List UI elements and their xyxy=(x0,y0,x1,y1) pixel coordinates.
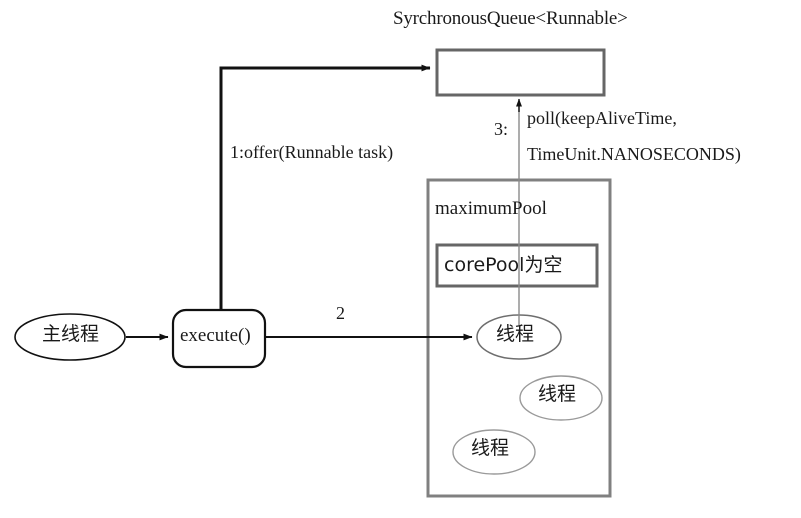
thread-ellipse-2 xyxy=(519,375,603,421)
execute-sequence-label: 2 xyxy=(336,303,345,323)
poll-label-line-1: poll(keepAliveTime, xyxy=(527,108,677,128)
main-thread-ellipse xyxy=(14,313,126,361)
execute-box xyxy=(171,308,267,369)
thread-label-3: 线程 xyxy=(471,437,510,459)
execute-label: execute() xyxy=(180,325,251,346)
arrow-offer-to-queue xyxy=(219,64,431,310)
poll-label-line-2: TimeUnit.NANOSECONDS) xyxy=(527,144,741,164)
thread-label-1: 线程 xyxy=(496,323,535,345)
queue-title: SyrchronousQueue<Runnable> xyxy=(393,8,628,29)
thread-label-2: 线程 xyxy=(538,383,577,405)
core-pool-label: corePool为空 xyxy=(444,254,563,276)
thread-ellipse-3 xyxy=(452,429,536,475)
maximum-pool-title: maximumPool xyxy=(435,198,547,219)
synchronous-queue-box xyxy=(435,48,606,97)
offer-label: 1:offer(Runnable task) xyxy=(230,142,394,162)
poll-sequence-label: 3: xyxy=(494,119,509,139)
main-thread-label: 主线程 xyxy=(42,323,100,345)
core-pool-box xyxy=(435,243,599,288)
